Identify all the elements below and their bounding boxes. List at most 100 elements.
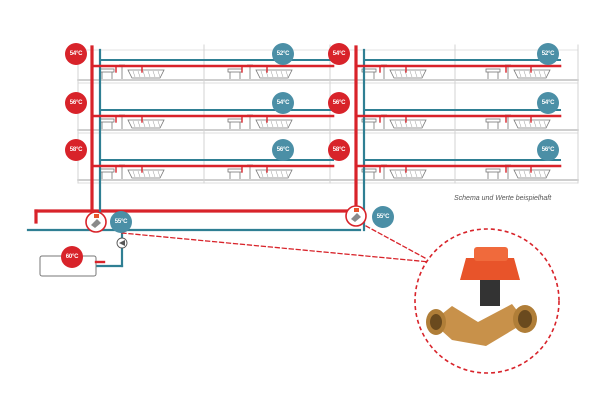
bathtub-hatch (280, 170, 284, 178)
circulation-valve-icon (85, 211, 107, 233)
bathtub-icon (255, 119, 293, 129)
bathtub-hatch (280, 70, 284, 78)
bathtub-hatch (528, 70, 532, 78)
floor-return-temperature-badge: 52°C (272, 43, 294, 65)
bathtub-icon (255, 169, 293, 179)
bathtub-hatch (399, 70, 403, 78)
bathtub-hatch (275, 70, 279, 78)
sink-icon (227, 168, 243, 173)
bathtub-hatch (538, 120, 542, 128)
bathtub-hatch (285, 120, 289, 128)
bathtub-icon (389, 69, 427, 79)
sink-icon (361, 118, 377, 123)
bathtub-icon (389, 119, 427, 129)
bathtub-hatch (419, 120, 423, 128)
valve-cap (460, 258, 520, 280)
bathtub-hatch (394, 120, 398, 128)
bathtub-hatch (543, 170, 547, 178)
bathtub-icon (127, 119, 165, 129)
callout-line (365, 225, 426, 259)
bathtub-hatch (523, 120, 527, 128)
bathtub-hatch (419, 170, 423, 178)
bathtub-hatch (275, 170, 279, 178)
bathtub-hatch (399, 120, 403, 128)
bathtub-icon (255, 69, 293, 79)
riser-temperature-badge: 56°C (65, 92, 87, 114)
bathtub-hatch (409, 170, 413, 178)
bathtub-hatch (528, 120, 532, 128)
bathtub-hatch (132, 70, 136, 78)
floor-return-temperature-badge: 56°C (537, 139, 559, 161)
bathtub-hatch (275, 120, 279, 128)
floor-return-temperature-badge: 56°C (272, 139, 294, 161)
bathtub-icon (513, 69, 551, 79)
bathtub-hatch (409, 70, 413, 78)
bathtub-hatch (270, 170, 274, 178)
bathtub-hatch (157, 120, 161, 128)
bathtub-hatch (518, 120, 522, 128)
fixture-group (227, 114, 293, 129)
bathtub-hatch (533, 170, 537, 178)
valve-cap-top (474, 247, 508, 261)
pump-icon (116, 237, 128, 249)
bathtub-hatch (414, 70, 418, 78)
sink-icon (99, 168, 115, 173)
valve-body-small (91, 219, 101, 228)
bathtub-hatch (152, 170, 156, 178)
bathtub-hatch (280, 120, 284, 128)
bathtub-hatch (394, 70, 398, 78)
sink-icon (485, 118, 501, 123)
bathtub-hatch (142, 170, 146, 178)
bathtub-hatch (543, 70, 547, 78)
riser-temperature-badge: 54°C (328, 43, 350, 65)
sink-icon (99, 118, 115, 123)
riser-temperature-badge: 56°C (328, 92, 350, 114)
bathtub-hatch (142, 70, 146, 78)
bathtub-hatch (142, 120, 146, 128)
bathtub-hatch (523, 70, 527, 78)
sink-icon (361, 68, 377, 73)
bathtub-hatch (538, 70, 542, 78)
bathtub-hatch (414, 120, 418, 128)
circulation-valve-icon (345, 205, 367, 227)
sink-icon (485, 168, 501, 173)
return-temperature-badge: 55°C (110, 211, 132, 233)
valve-detail (414, 228, 560, 374)
floor-return-temperature-badge: 54°C (537, 92, 559, 114)
bathtub-hatch (399, 170, 403, 178)
bathtub-hatch (394, 170, 398, 178)
boiler-temperature-badge: 60°C (61, 246, 83, 268)
bathtub-hatch (157, 170, 161, 178)
valve-port-right-inner (518, 310, 532, 328)
bathtub-hatch (518, 70, 522, 78)
bathtub-hatch (137, 120, 141, 128)
bathtub-icon (127, 69, 165, 79)
callout-line (121, 232, 431, 263)
bathtub-hatch (147, 120, 151, 128)
bathtub-hatch (528, 170, 532, 178)
bathtub-hatch (285, 170, 289, 178)
bathtub-hatch (533, 120, 537, 128)
bathtub-hatch (414, 170, 418, 178)
bathtub-hatch (147, 70, 151, 78)
bathtub-hatch (137, 170, 141, 178)
bathtub-hatch (260, 70, 264, 78)
bathtub-hatch (523, 170, 527, 178)
sink-icon (361, 168, 377, 173)
valve-stem (480, 280, 500, 306)
bathtub-hatch (270, 70, 274, 78)
bathtub-hatch (419, 70, 423, 78)
bathtub-hatch (538, 170, 542, 178)
valve-port-left-inner (430, 314, 442, 330)
bathtub-hatch (409, 120, 413, 128)
bathtub-hatch (543, 120, 547, 128)
bathtub-hatch (260, 120, 264, 128)
sink-icon (485, 68, 501, 73)
bathtub-hatch (152, 70, 156, 78)
sink-icon (99, 68, 115, 73)
bathtub-hatch (147, 170, 151, 178)
riser-temperature-badge: 54°C (65, 43, 87, 65)
bathtub-hatch (518, 170, 522, 178)
riser-temperature-badge: 58°C (328, 139, 350, 161)
